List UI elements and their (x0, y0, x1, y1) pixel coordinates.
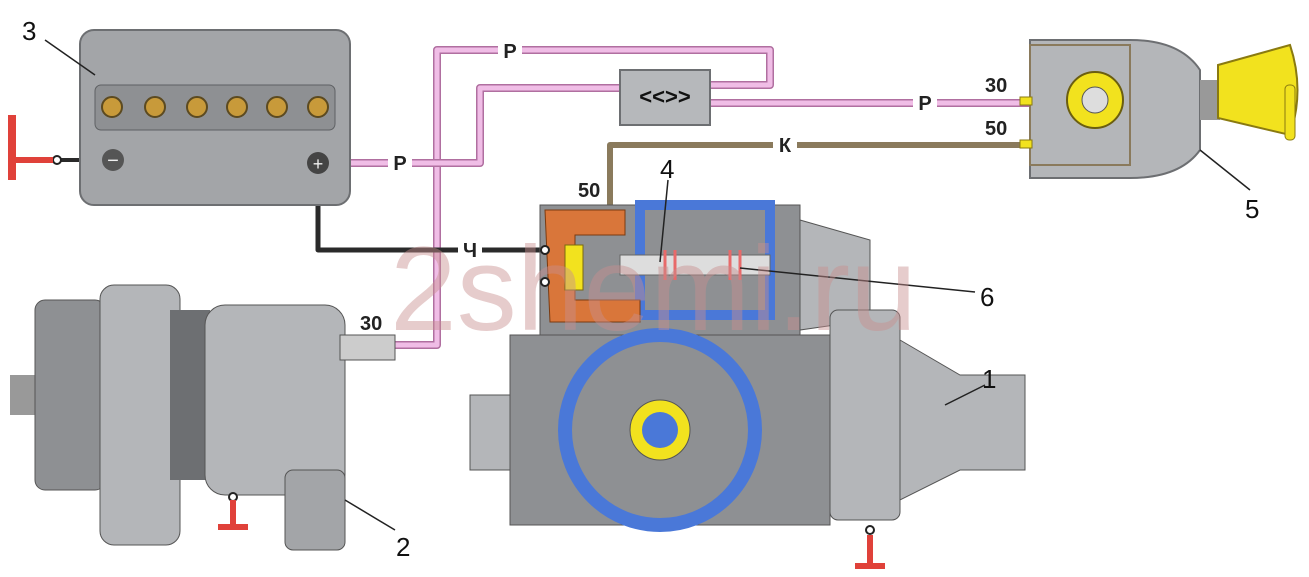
svg-text:−: − (107, 150, 119, 172)
callout-4: 4 (660, 154, 674, 184)
wire-label-pink-switch: Р (918, 93, 931, 115)
ground-symbol-starter (855, 535, 885, 569)
wire-label-pink-top: Р (503, 41, 516, 63)
wire-label-pink-battery: Р (393, 153, 406, 175)
ground-symbol-alternator (218, 500, 248, 530)
pink-wire-top (395, 46, 774, 349)
ignition-switch (1019, 39, 1299, 179)
callout-1: 1 (982, 364, 996, 394)
wire-labels: Р Р Р К Ч (388, 40, 937, 262)
terminal-label-switch-50: 50 (985, 118, 1007, 140)
relay: <<>> (619, 69, 711, 126)
callout-5: 5 (1245, 194, 1259, 224)
wire-label-brown: К (779, 135, 792, 157)
wire-label-black: Ч (463, 240, 477, 262)
alternator (10, 284, 396, 551)
battery: − + (52, 29, 351, 206)
leader-lines (44, 39, 1251, 531)
callout-6: 6 (980, 282, 994, 312)
brown-wire (607, 142, 1030, 212)
solenoid (544, 200, 775, 323)
svg-text:+: + (313, 154, 324, 174)
callout-3: 3 (22, 16, 36, 46)
svg-text:<<>>: <<>> (639, 84, 690, 109)
starter (469, 200, 1026, 535)
callout-2: 2 (396, 532, 410, 562)
terminal-label-solenoid-50: 50 (578, 180, 600, 202)
ignition-key (1200, 43, 1299, 141)
terminal-label-switch-30: 30 (985, 75, 1007, 97)
battery-plus-terminal (307, 152, 329, 174)
ground-symbol-battery (8, 115, 53, 180)
terminal-label-alternator-30: 30 (360, 313, 382, 335)
battery-minus-terminal (102, 149, 124, 171)
pink-wire-battery (330, 84, 620, 167)
